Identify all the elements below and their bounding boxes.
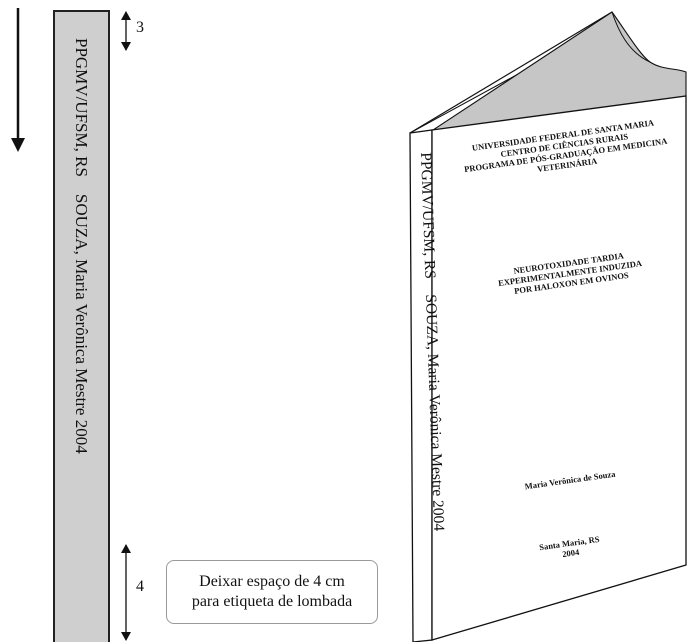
book-cover-title: NEUROTOXIDADE TARDIA EXPERIMENTALMENTE I… <box>470 250 670 295</box>
top-margin-dimension <box>121 11 131 51</box>
bottom-margin-dimension <box>121 544 131 641</box>
book-cover-imprint: Santa Maria, RS 2004 <box>520 534 620 559</box>
label-note-box: Deixar espaço de 4 cm para etiqueta de l… <box>166 560 378 624</box>
bottom-margin-label: 4 <box>136 578 144 595</box>
note-line-1: Deixar espaço de 4 cm <box>199 573 345 590</box>
cover-author-text: Maria Verônica de Souza <box>524 468 616 492</box>
book-cover-header: UNIVERSIDADE FEDERAL DE SANTA MARIA CENT… <box>440 108 689 174</box>
spine-strip <box>53 10 110 642</box>
book-cover-author: Maria Verônica de Souza <box>500 469 640 492</box>
spine-label-text: PPGMV/UFSM, RS SOUZA, Maria Verônica Mes… <box>72 38 91 454</box>
book-spine-text: PPGMV/UFSM, RS SOUZA, Maria Verônica Mes… <box>417 152 448 532</box>
note-line-2: para etiqueta de lombada <box>191 593 353 610</box>
top-margin-label: 3 <box>136 19 144 36</box>
